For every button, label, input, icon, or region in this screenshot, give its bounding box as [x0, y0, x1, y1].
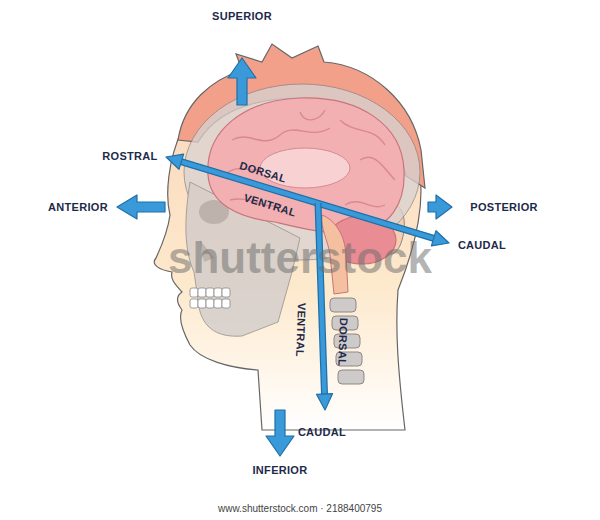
dorsal-ventral-axis-outline — [318, 203, 325, 394]
spine — [330, 298, 364, 384]
rostral-caudal-axis-outline — [181, 162, 434, 239]
superior-arrow — [228, 58, 256, 105]
posterior-arrow — [428, 195, 452, 219]
brain-folds-part — [340, 120, 385, 145]
direction-label: CAUDAL — [298, 426, 346, 438]
inferior-arrow — [266, 410, 294, 456]
teeth-part — [190, 288, 198, 297]
brain-folds-part — [345, 202, 385, 207]
teeth-part — [190, 299, 198, 308]
teeth-part — [214, 299, 222, 308]
direction-label: CAUDAL — [458, 239, 506, 251]
direction-label: ROSTRAL — [102, 150, 157, 162]
spine-part — [338, 370, 364, 384]
direction-label: ANTERIOR — [48, 201, 108, 213]
teeth-part — [222, 299, 230, 308]
teeth-part — [198, 288, 206, 297]
rostral-arrowhead — [166, 154, 184, 169]
brain-folds-part — [360, 157, 395, 180]
teeth-part — [206, 288, 214, 297]
teeth-part — [222, 288, 230, 297]
caudal-arrowhead — [431, 231, 449, 246]
teeth-part — [198, 299, 206, 308]
dorsal-ventral-axis — [318, 203, 325, 394]
watermark: shutterstock — [168, 234, 432, 282]
rostral-caudal-axis — [181, 162, 434, 239]
skull — [184, 84, 420, 336]
spine-part — [330, 298, 356, 312]
direction-label: INFERIOR — [253, 464, 308, 476]
credit-band — [0, 496, 600, 520]
teeth — [190, 288, 230, 308]
axis-label: VENTRAL — [294, 303, 308, 357]
direction-label: POSTERIOR — [470, 201, 538, 213]
anterior-arrow — [117, 195, 165, 219]
direction-arrows — [117, 58, 452, 456]
brain-folds-part — [232, 128, 330, 141]
caudal-down-arrowhead — [317, 394, 333, 410]
credit-text: www.shutterstock.com · 2188400795 — [218, 503, 382, 514]
teeth-part — [214, 288, 222, 297]
axis-lines — [166, 154, 449, 410]
brain-folds-part — [300, 110, 325, 120]
axis-lines-part — [166, 154, 449, 410]
cerebrum — [208, 98, 404, 233]
axis-label: DORSAL — [336, 318, 350, 367]
direction-label: SUPERIOR — [212, 10, 272, 22]
teeth-part — [206, 299, 214, 308]
